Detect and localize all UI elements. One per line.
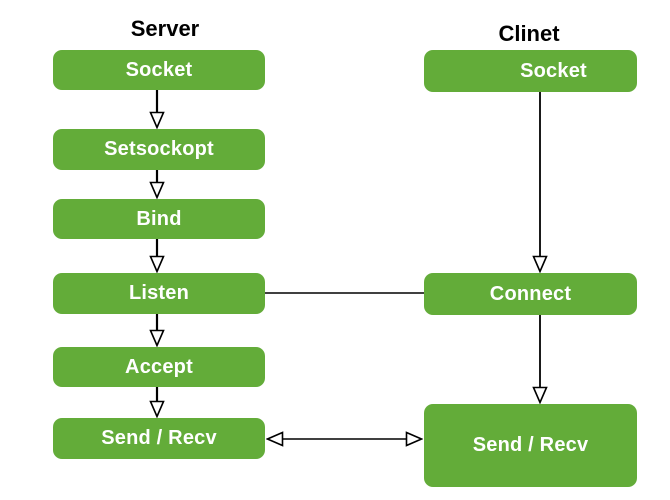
flow-box-server-socket: Socket	[53, 50, 265, 90]
flow-box-label: Connect	[489, 282, 572, 305]
flow-box-label: Socket	[125, 58, 193, 81]
server-column-title: Server	[130, 16, 200, 41]
flow-box-label: Listen	[128, 282, 190, 304]
flow-box-label: Accept	[125, 355, 193, 378]
flow-box-label: Send / Recv	[472, 434, 589, 456]
flow-box-server-listen: Listen	[53, 273, 265, 314]
flow-box-server-accept: Accept	[53, 347, 265, 387]
flow-box-client-connect: Connect	[424, 273, 637, 315]
flow-box-label: Send / Recv	[101, 427, 217, 449]
flow-box-server-setsockopt: Setsockopt	[53, 129, 265, 170]
flow-box-label: Socket	[520, 59, 587, 82]
flow-box-client-send-recv: Send / Recv	[424, 404, 637, 487]
flow-box-label: Bind	[136, 207, 182, 230]
flow-box-label: Setsockopt	[104, 138, 214, 160]
flow-box-server-send-recv: Send / Recv	[53, 418, 265, 459]
flow-box-client-socket: Socket	[424, 50, 637, 92]
flow-box-server-bind: Bind	[53, 199, 265, 239]
client-column-title: Clinet	[498, 21, 560, 46]
